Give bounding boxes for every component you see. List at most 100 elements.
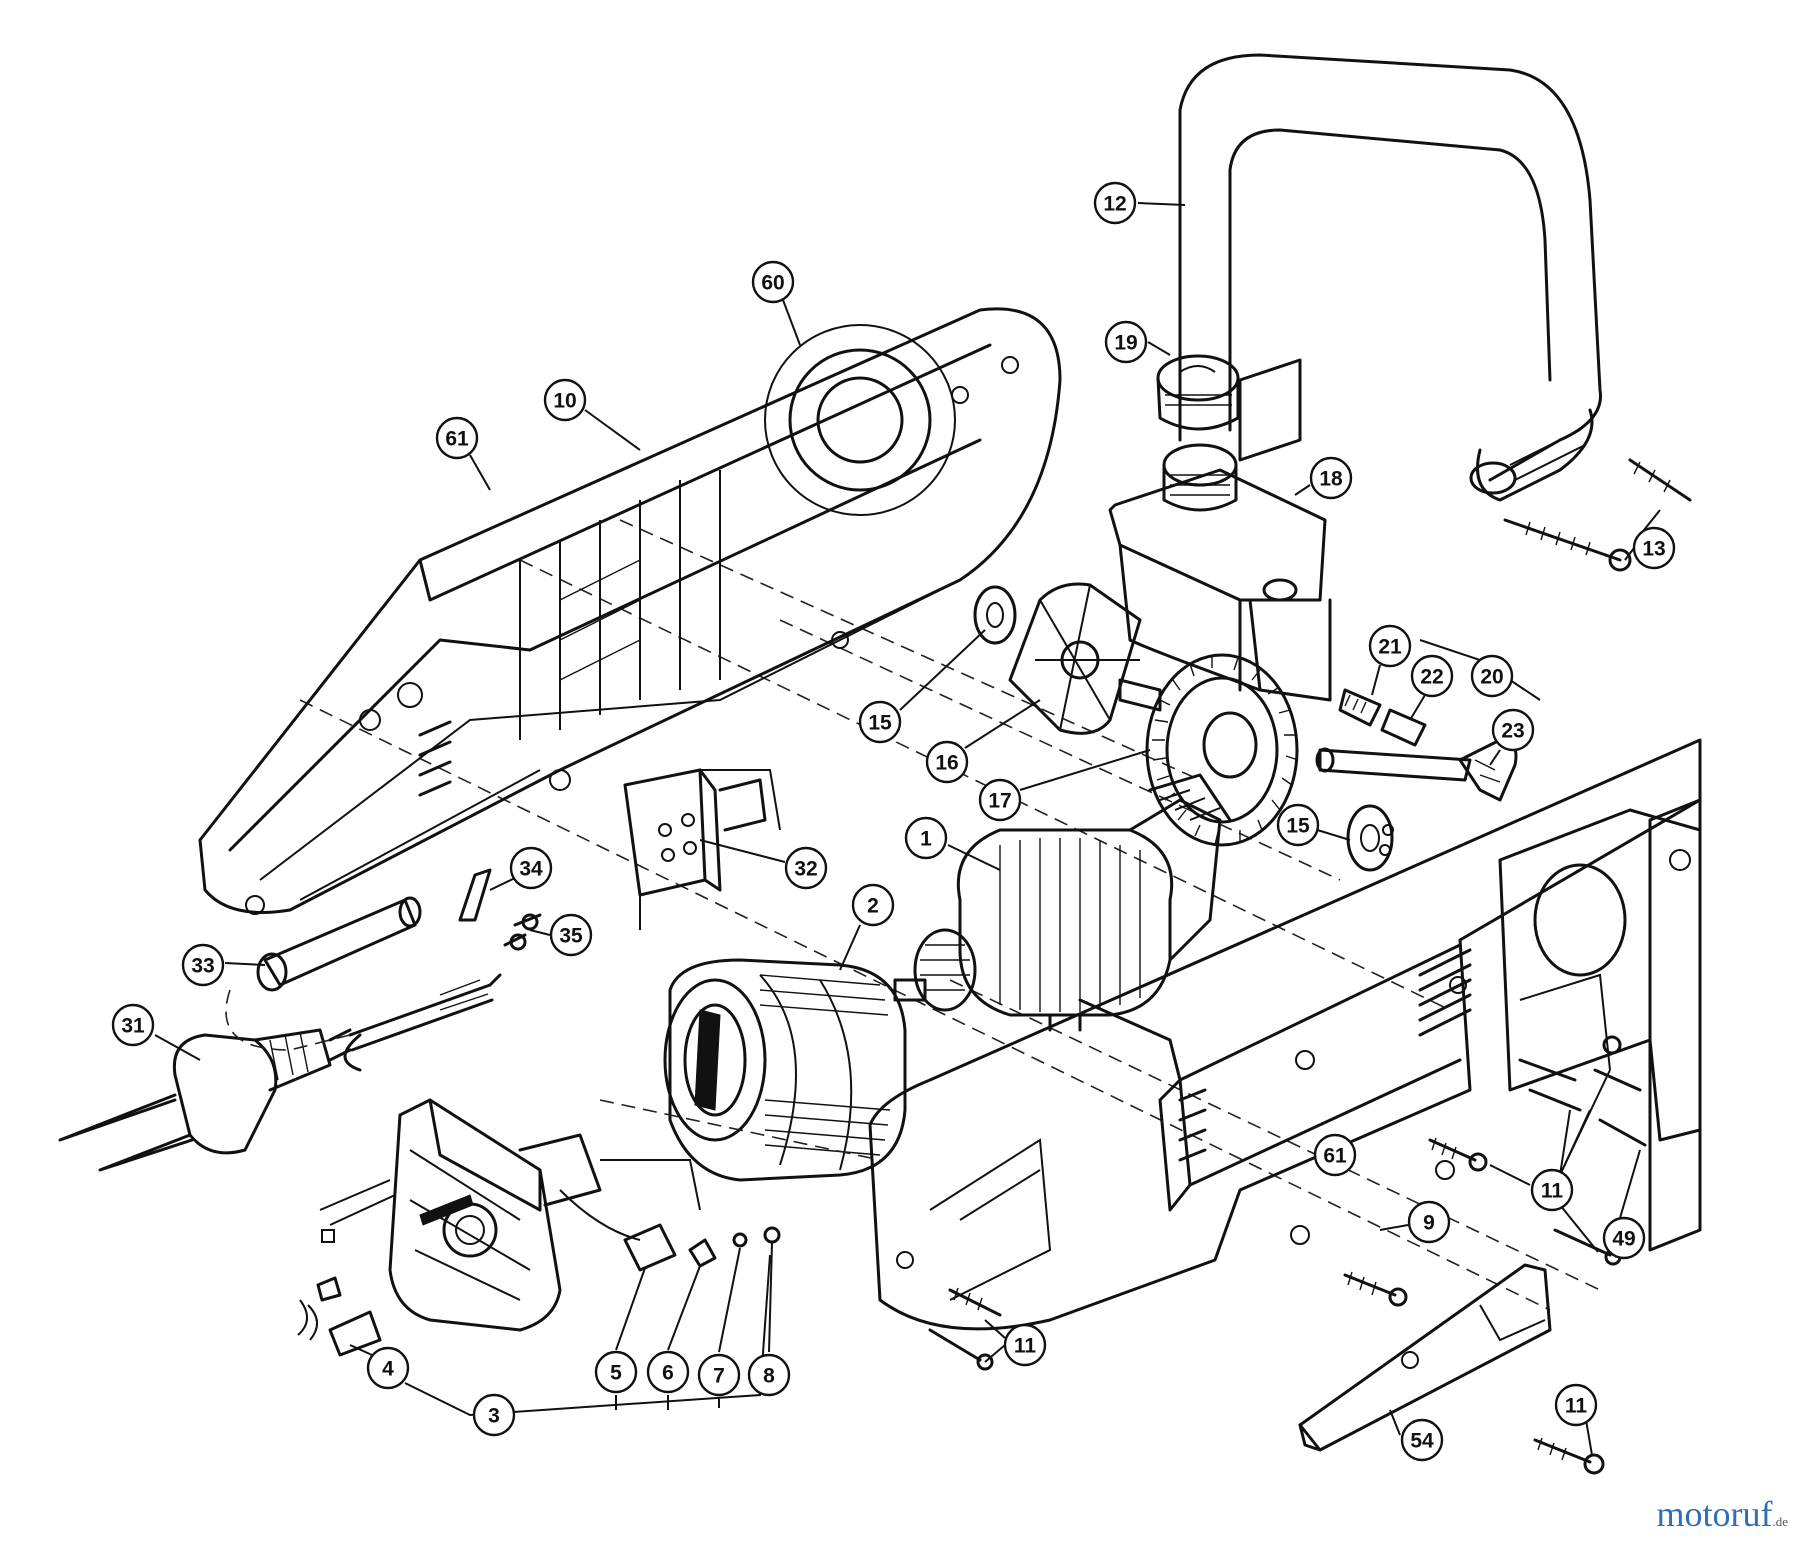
callout-number: 11: [1565, 1395, 1588, 1418]
power-plug: [58, 1028, 352, 1172]
callout-22: 22: [1410, 654, 1454, 698]
callout-5: 5: [594, 1350, 638, 1394]
callout-33: 33: [181, 943, 225, 987]
callout-number: 33: [191, 955, 214, 978]
callout-number: 3: [488, 1405, 500, 1428]
callout-circle: [594, 1350, 638, 1394]
callout-circle: [543, 378, 587, 422]
bevel-gear: [1145, 653, 1299, 847]
callout-circle: [111, 1003, 155, 1047]
callout-circle: [181, 943, 225, 987]
armature: [893, 773, 1232, 1032]
callout-10: 10: [543, 378, 587, 422]
callout-circle: [1368, 624, 1412, 668]
power-cable: [225, 973, 502, 1072]
callout-17: 17: [978, 778, 1022, 822]
watermark-logo: motoruf.de: [1656, 1493, 1788, 1535]
callout-circle: [1003, 1323, 1047, 1367]
housing-half-left: [198, 307, 1062, 915]
field-coil: [663, 958, 907, 1182]
callout-20: 20: [1470, 654, 1514, 698]
callout-54: 54: [1400, 1418, 1444, 1462]
callout-number: 5: [610, 1362, 622, 1385]
brush-plate: [319, 1098, 602, 1332]
callout-7: 7: [697, 1353, 741, 1397]
callout-3: 3: [472, 1393, 516, 1437]
callout-60: 60: [751, 260, 795, 304]
screws: [928, 1035, 1647, 1475]
callout-circle: [1407, 1200, 1451, 1244]
callout-61: 61: [1313, 1133, 1357, 1177]
callout-number: 20: [1480, 666, 1503, 689]
callout-circle: [1400, 1418, 1444, 1462]
oil-cap: [1156, 354, 1240, 431]
callout-number: 16: [935, 752, 958, 775]
callout-number: 61: [1323, 1145, 1347, 1168]
callout-circle: [925, 740, 969, 784]
callout-circle: [1602, 1216, 1646, 1260]
callout-number: 15: [868, 712, 892, 735]
callout-number: 10: [553, 390, 576, 413]
watermark-suffix: .de: [1772, 1514, 1788, 1529]
callout-circle: [472, 1393, 516, 1437]
callout-32: 32: [784, 846, 828, 890]
callout-circle: [509, 846, 553, 890]
callout-circle: [1554, 1383, 1598, 1427]
bearing-lower: [1346, 804, 1394, 872]
callout-circle: [1104, 320, 1148, 364]
cable-clamp: [458, 868, 542, 951]
callout-number: 54: [1410, 1430, 1434, 1453]
callout-circle: [851, 883, 895, 927]
callout-4: 4: [366, 1346, 410, 1390]
sprocket-cover: [1008, 582, 1162, 735]
callout-6: 6: [646, 1350, 690, 1394]
callout-number: 7: [713, 1365, 725, 1388]
callout-circle: [697, 1353, 741, 1397]
callout-9: 9: [1407, 1200, 1451, 1244]
callout-number: 34: [519, 858, 543, 881]
callout-circle: [751, 260, 795, 304]
callout-13: 13: [1632, 526, 1676, 570]
callout-number: 11: [1541, 1180, 1564, 1203]
callout-circle: [1491, 708, 1535, 752]
callout-21: 21: [1368, 624, 1412, 668]
callout-8: 8: [747, 1353, 791, 1397]
callout-15: 15: [1276, 803, 1320, 847]
callout-number: 61: [445, 428, 469, 451]
callout-34: 34: [509, 846, 553, 890]
oil-tank: [1108, 358, 1332, 702]
callout-circle: [858, 700, 902, 744]
callout-15: 15: [858, 700, 902, 744]
callout-11: 11: [1530, 1168, 1574, 1212]
callout-number: 11: [1014, 1335, 1037, 1358]
callout-circle: [1309, 456, 1353, 500]
callout-49: 49: [1602, 1216, 1646, 1260]
callout-number: 17: [988, 790, 1011, 813]
callout-circle: [1093, 181, 1137, 225]
callout-31: 31: [111, 1003, 155, 1047]
switch: [623, 768, 781, 930]
callout-number: 2: [867, 895, 879, 918]
callout-number: 19: [1114, 332, 1137, 355]
callout-circle: [1632, 526, 1676, 570]
callout-circle: [1470, 654, 1514, 698]
callout-circle: [1313, 1133, 1357, 1177]
callout-circle: [646, 1350, 690, 1394]
front-handle-bow: [1178, 53, 1602, 502]
callout-circle: [747, 1353, 791, 1397]
callout-number: 21: [1378, 636, 1402, 659]
watermark-brand: motoruf: [1656, 1494, 1773, 1534]
callout-number: 13: [1642, 538, 1665, 561]
callout-number: 31: [121, 1015, 145, 1038]
callout-circle: [435, 416, 479, 460]
callout-61: 61: [435, 416, 479, 460]
callout-11: 11: [1003, 1323, 1047, 1367]
callout-number: 1: [920, 828, 932, 851]
callout-circle: [784, 846, 828, 890]
callout-2: 2: [851, 883, 895, 927]
callout-circle: [1276, 803, 1320, 847]
callout-number: 15: [1286, 815, 1310, 838]
callout-number: 22: [1420, 666, 1443, 689]
